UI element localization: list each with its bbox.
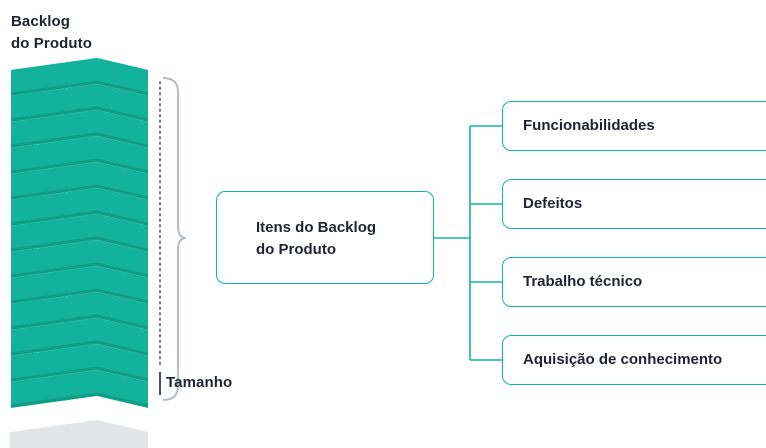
stack-layer-seam (10, 288, 149, 304)
item-label-defects: Defeitos (523, 195, 583, 212)
item-label-features: Funcionabilidades (523, 117, 655, 134)
stack-layer-seam (10, 236, 149, 252)
backlog-items-label-line-2: do Produto (256, 241, 336, 258)
stack-layer-seam (10, 158, 149, 174)
stack-layer-seam (10, 366, 149, 382)
item-node-defects: Defeitos (502, 179, 766, 229)
backlog-stack (10, 58, 149, 408)
size-label: Tamanho (166, 374, 233, 391)
item-node-knowledge-acquisition: Aquisição de conhecimento (502, 335, 766, 385)
stack-layer-seam (10, 106, 149, 122)
backlog-items-node: Itens do Backlog do Produto (216, 191, 434, 284)
stack-layer-seam (10, 340, 149, 356)
tree-connectors (434, 125, 502, 361)
stack-title-line-2: do Produto (11, 35, 92, 52)
stack-layer-seam (10, 132, 149, 148)
stack-layer-seam (10, 262, 149, 278)
stack-title: Backlog do Produto (11, 11, 92, 55)
item-node-technical-work: Trabalho técnico (502, 257, 766, 307)
stack-title-line-1: Backlog (11, 13, 71, 30)
stack-layer-seam (10, 314, 149, 330)
stack-layer-seam (10, 80, 149, 96)
item-label-knowledge-acquisition: Aquisição de conhecimento (523, 351, 723, 368)
stack-layer-seam (10, 392, 149, 408)
curly-bracket (162, 77, 187, 401)
item-node-features: Funcionabilidades (502, 101, 766, 151)
stack-layer-seam (10, 210, 149, 226)
stack-base (10, 420, 148, 448)
item-label-technical-work: Trabalho técnico (523, 273, 643, 290)
backlog-items-label-line-1: Itens do Backlog (256, 219, 377, 236)
stack-layer-seam (10, 184, 149, 200)
backlog-items-label: Itens do Backlog do Produto (256, 217, 376, 261)
